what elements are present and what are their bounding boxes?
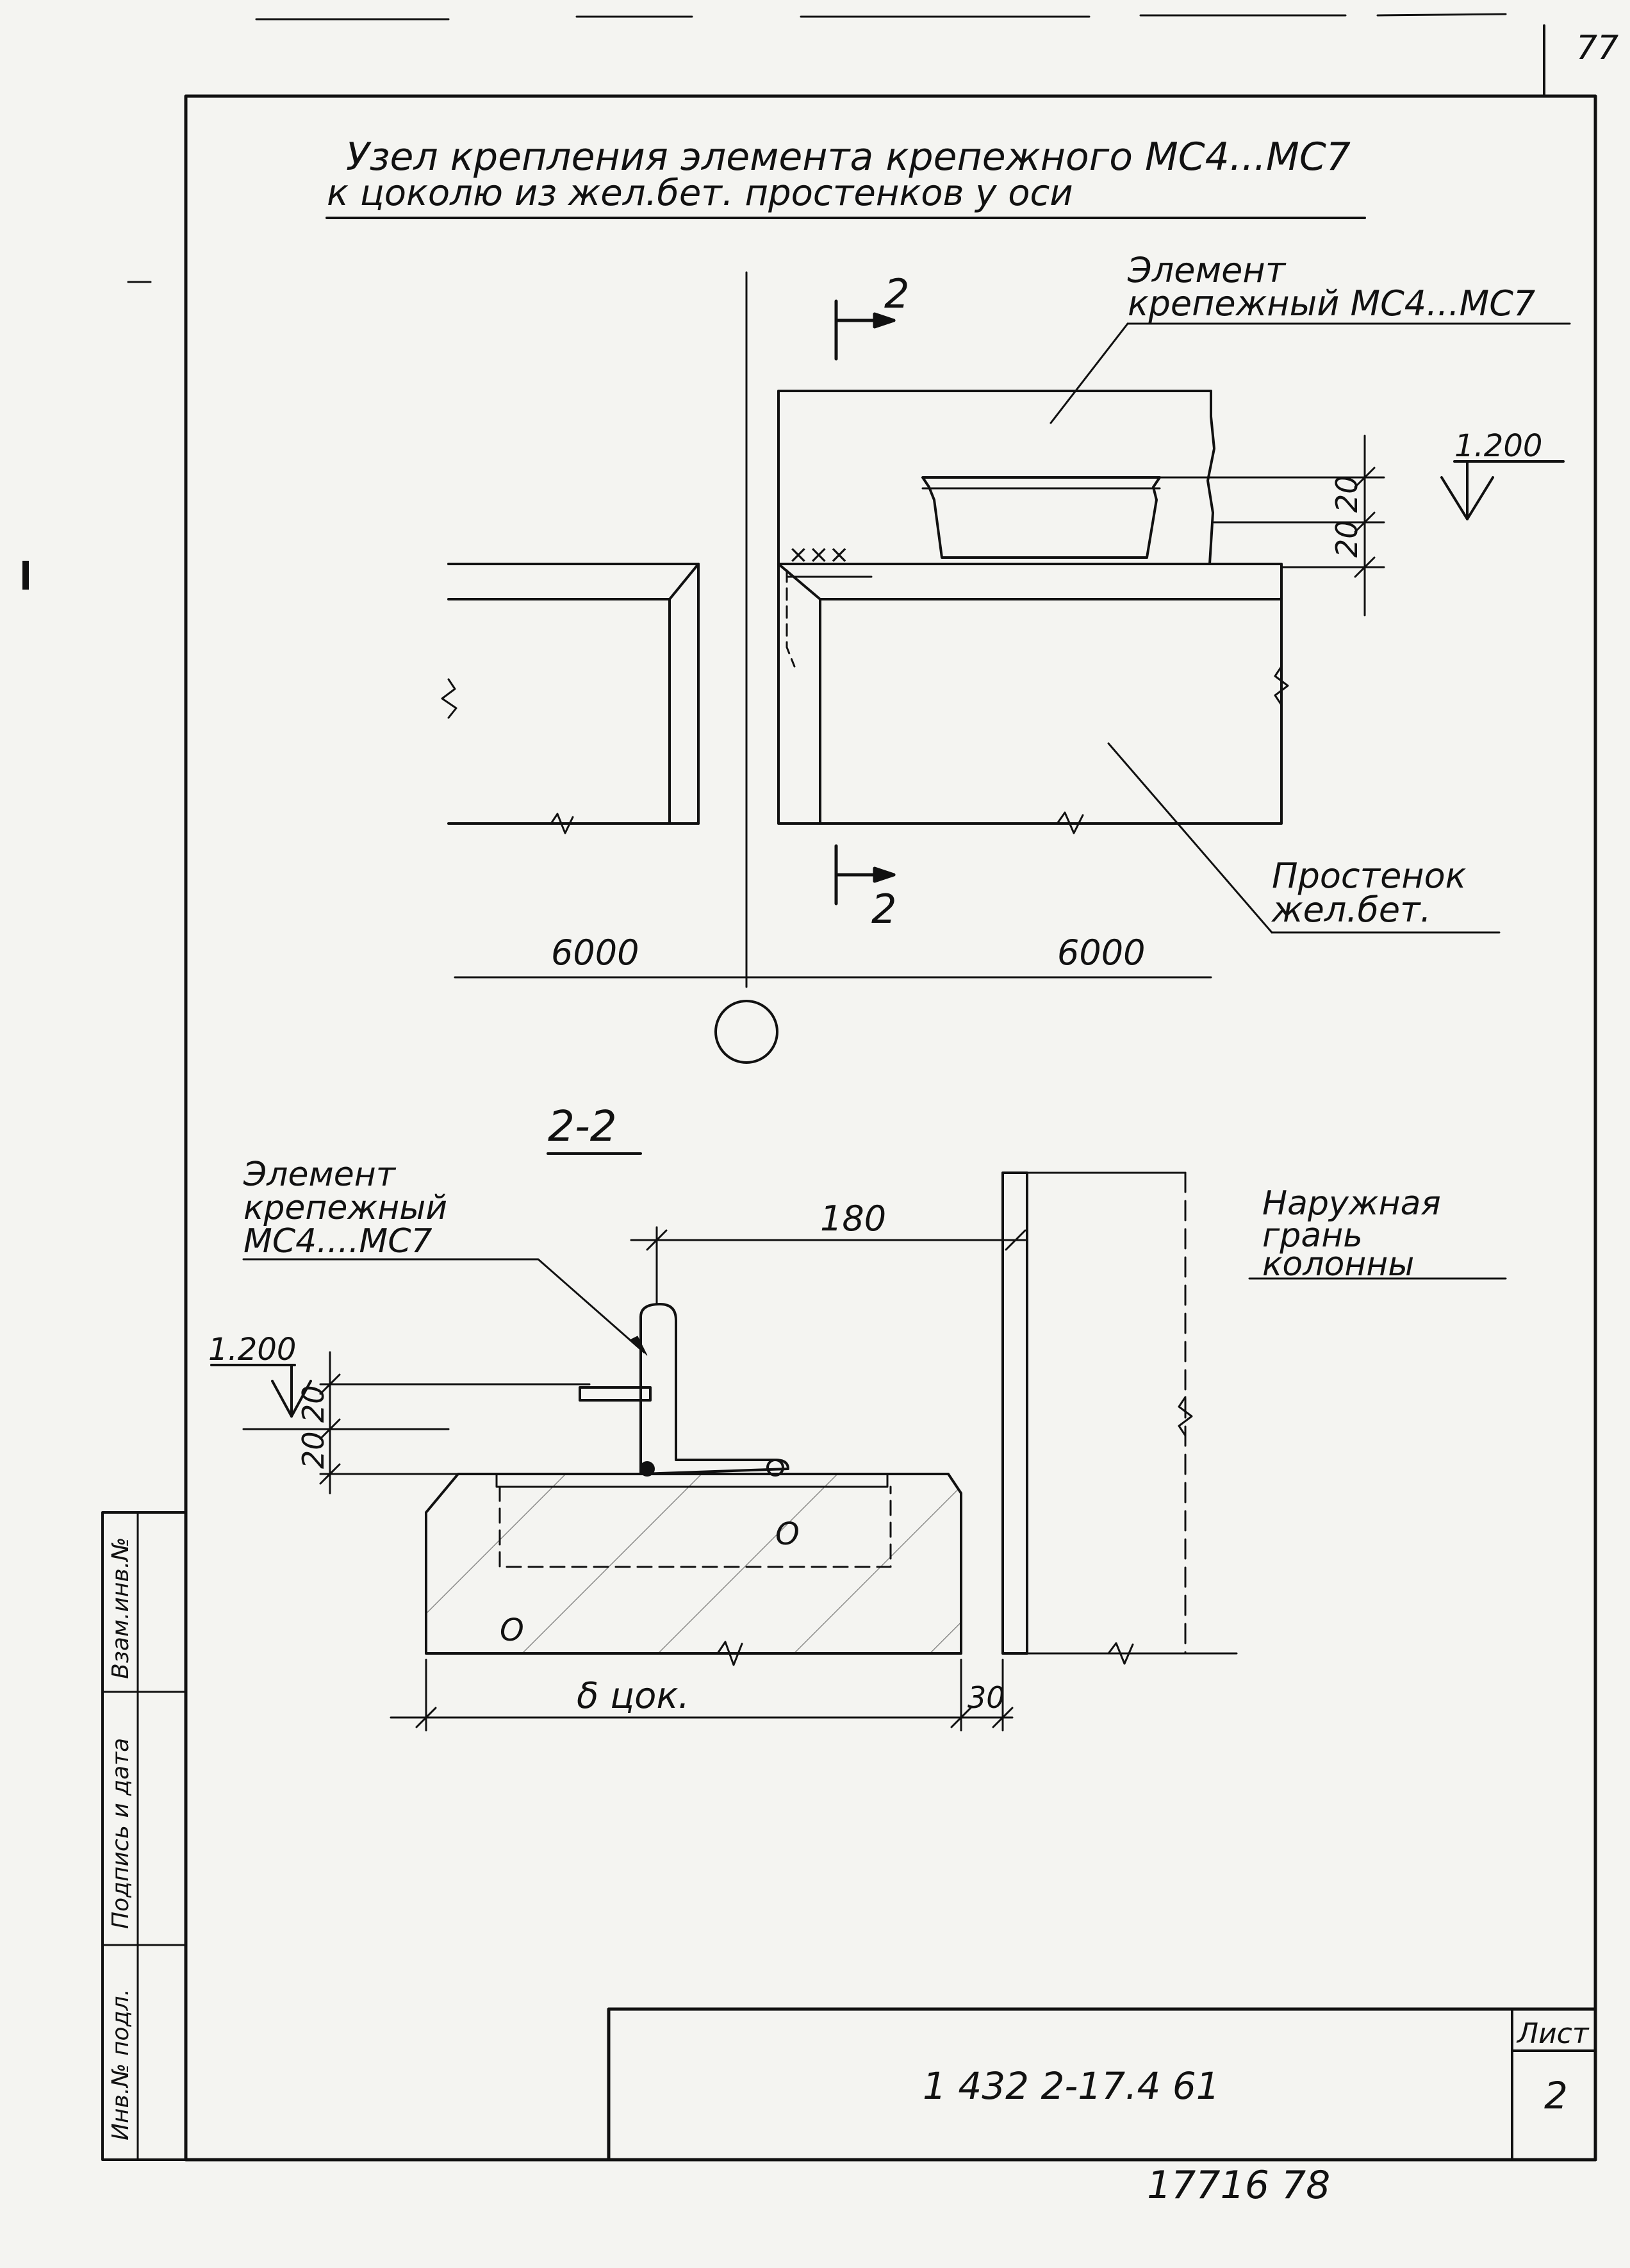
span-left: 6000 (551, 932, 639, 973)
axis-circle-icon (714, 1000, 778, 1064)
section-mark-bottom: 2 (871, 886, 896, 932)
left-pier (441, 563, 700, 834)
break-line-icon (1274, 665, 1289, 706)
title-line-2: к цоколю из жел.бет. простенков у оси (327, 172, 1073, 214)
bottom-numbers: 17716 78 (1147, 2163, 1330, 2208)
section-label-element-1: Элемент (243, 1155, 397, 1194)
section-level: 1.200 (208, 1332, 296, 1368)
span-right: 6000 (1057, 932, 1145, 973)
svg-text:×××: ××× (788, 540, 850, 568)
dim-plinth-width: δ цок. (577, 1675, 689, 1717)
break-line-icon (1056, 811, 1084, 834)
sheet-number: 2 (1544, 2074, 1568, 2117)
fixing-flange (579, 1386, 652, 1402)
section-2-2: 2-2 Элемент крепежный МС4....МС7 O O (208, 1102, 1507, 1732)
weld-mark (766, 1459, 784, 1477)
section-arrow-icon (834, 299, 896, 906)
right-pier: ××× (777, 540, 1289, 834)
dim-20-lower: 20 (1330, 520, 1364, 558)
stamp-replaced-inv: Взам.инв.№ (108, 1537, 134, 1679)
level-triangle-icon (1440, 460, 1565, 520)
fixing-element-plan (777, 390, 1215, 565)
break-line-icon (550, 813, 574, 834)
section-mark-top: 2 (884, 270, 909, 317)
drawing-code: 1 432 2-17.4 61 (923, 2064, 1220, 2108)
label-element-line2: крепежный МС4...МС7 (1128, 283, 1535, 324)
plan-view: ××× 2 2 Элемент крепежный МС4...МС7 Прос… (441, 250, 1571, 1064)
break-line-icon (716, 1641, 743, 1666)
dimension-180 (630, 1226, 1026, 1305)
section-dim-20-upper: 20 (296, 1385, 331, 1423)
title-block: 1 432 2-17.4 61 Лист 2 (607, 2007, 1597, 2162)
sheet-frame (184, 94, 1597, 2162)
title-block-heading: Узел крепления элемента крепежного МС4..… (325, 135, 1366, 219)
column-face (1001, 1171, 1238, 1665)
section-dimension-20-20 (242, 1351, 591, 1494)
plan-level: 1.200 (1454, 428, 1542, 464)
svg-text:O: O (775, 1516, 800, 1552)
label-column-3: колонны (1262, 1245, 1414, 1284)
break-line-icon (1178, 1396, 1193, 1437)
weld-mark (639, 1461, 655, 1477)
break-line-icon (1107, 1642, 1134, 1665)
dim-20-upper: 20 (1330, 475, 1364, 513)
label-column-2: грань (1262, 1216, 1363, 1255)
label-element-line1: Элемент (1127, 250, 1287, 290)
svg-text:O: O (500, 1612, 524, 1648)
stamp-original-inv: Инв.№ подл. (108, 1989, 134, 2140)
dimension-plinth-width (390, 1659, 1014, 1732)
leader-pier (1107, 742, 1273, 934)
page-corner-number: 77 (1576, 29, 1618, 67)
stamp-signature-date: Подпись и дата (108, 1738, 134, 1929)
section-title: 2-2 (548, 1102, 617, 1151)
sheet-label: Лист (1516, 2017, 1590, 2050)
section-dim-20-lower: 20 (296, 1431, 331, 1469)
dim-30: 30 (967, 1680, 1005, 1715)
embedded-plate (495, 1473, 889, 1488)
level-triangle-icon (210, 1364, 312, 1418)
dim-180: 180 (820, 1198, 886, 1239)
label-pier-line1: Простенок (1272, 856, 1467, 896)
label-pier-line2: жел.бет. (1271, 890, 1431, 930)
side-stamp: Взам.инв.№ Подпись и дата Инв.№ подл. (101, 1511, 187, 2161)
title-line-1: Узел крепления элемента крепежного МС4..… (346, 135, 1351, 179)
dimension-20-20 (1158, 435, 1385, 617)
scan-edge-top (255, 13, 1507, 21)
reinforcement-outline (498, 1486, 892, 1568)
fixing-angle (639, 1303, 789, 1475)
section-label-element-2: крепежный (243, 1189, 447, 1227)
leader-element (1050, 322, 1129, 424)
break-line-icon (441, 678, 457, 719)
section-label-element-3: МС4....МС7 (243, 1222, 432, 1261)
leader-section-element (242, 1258, 645, 1353)
label-column-1: Наружная (1262, 1184, 1441, 1223)
